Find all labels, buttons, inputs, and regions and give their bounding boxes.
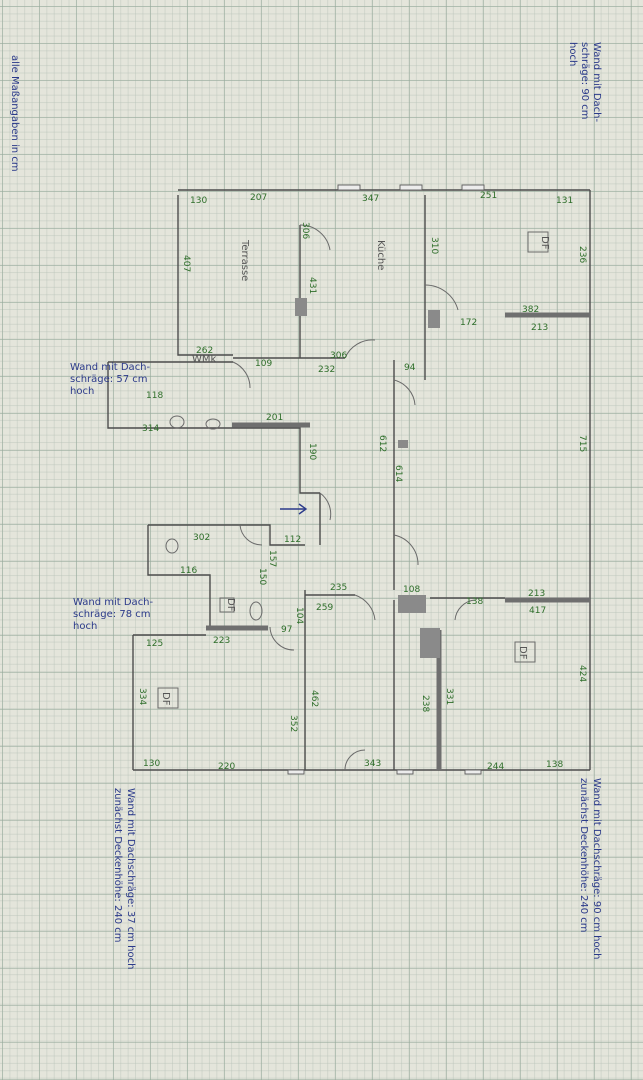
dim-232: 232 bbox=[318, 365, 335, 375]
windows bbox=[287, 184, 485, 775]
dim-352: 352 bbox=[288, 715, 298, 732]
dim-97: 97 bbox=[281, 625, 292, 635]
note-top-right-3: hoch bbox=[567, 42, 578, 66]
dim-462: 462 bbox=[309, 690, 319, 707]
dim-314: 314 bbox=[142, 424, 159, 434]
note-left: alle Maßangaben in cm bbox=[9, 55, 20, 172]
dimension-labels: 130 207 347 251 131 407 306 310 236 431 … bbox=[137, 191, 587, 772]
dim-172: 172 bbox=[460, 318, 477, 328]
dim-715: 715 bbox=[577, 435, 587, 452]
dim-236: 236 bbox=[577, 246, 587, 263]
dim-262: 262 bbox=[196, 346, 213, 356]
dim-125: 125 bbox=[146, 639, 163, 649]
dim-112: 112 bbox=[284, 535, 301, 545]
dim-347: 347 bbox=[362, 194, 379, 204]
dim-306-v: 306 bbox=[300, 222, 310, 239]
dim-331: 331 bbox=[444, 688, 454, 705]
dim-334: 334 bbox=[137, 688, 147, 705]
dim-109: 109 bbox=[255, 359, 272, 369]
interior-walls bbox=[233, 195, 505, 770]
note-bottom-right-1: Wand mit Dachschräge: 90 cm hoch bbox=[591, 778, 602, 959]
dim-138-mid: 138 bbox=[466, 597, 483, 607]
dim-108: 108 bbox=[403, 585, 420, 595]
dim-116: 116 bbox=[180, 566, 197, 576]
dim-431: 431 bbox=[307, 277, 317, 294]
sanitary-fixtures bbox=[157, 231, 549, 709]
dim-213-mid: 213 bbox=[528, 589, 545, 599]
dim-302: 302 bbox=[193, 533, 210, 543]
dim-343: 343 bbox=[364, 759, 381, 769]
dim-130-bottom: 130 bbox=[143, 759, 160, 769]
dim-131: 131 bbox=[556, 196, 573, 206]
dim-157: 157 bbox=[267, 550, 277, 567]
dim-220: 220 bbox=[218, 762, 235, 772]
note-bottom-left-1: Wand mit Dachschräge: 37 cm hoch bbox=[125, 788, 136, 969]
dim-259: 259 bbox=[316, 603, 333, 613]
dim-310: 310 bbox=[429, 237, 439, 254]
dim-213-top: 213 bbox=[531, 323, 548, 333]
dim-207: 207 bbox=[250, 193, 267, 203]
entry-arrow-icon bbox=[280, 503, 308, 515]
dim-118: 118 bbox=[146, 391, 163, 401]
dim-612: 612 bbox=[377, 435, 387, 452]
dim-223: 223 bbox=[213, 636, 230, 646]
dim-614: 614 bbox=[393, 465, 403, 482]
room-df-3: DF bbox=[517, 646, 528, 660]
note-wmk-3: hoch bbox=[70, 386, 94, 397]
note-mid-3: hoch bbox=[73, 621, 97, 632]
room-df-1: DF bbox=[539, 236, 550, 250]
dim-190: 190 bbox=[307, 443, 317, 460]
dim-417: 417 bbox=[529, 606, 546, 616]
dim-244: 244 bbox=[487, 762, 504, 772]
dim-138-bottom: 138 bbox=[546, 760, 563, 770]
notes: Wand mit Dach- schräge: 90 cm hoch alle … bbox=[9, 42, 602, 969]
dim-238: 238 bbox=[420, 695, 430, 712]
dim-382: 382 bbox=[522, 305, 539, 315]
slanted-walls bbox=[206, 298, 590, 770]
dim-407: 407 bbox=[181, 255, 191, 272]
room-df-2: DF bbox=[225, 598, 236, 612]
note-bottom-left-2: zunächst Deckenhöhe: 240 cm bbox=[112, 788, 123, 942]
note-wmk-1: Wand mit Dach- bbox=[70, 362, 151, 373]
outer-walls bbox=[107, 189, 591, 771]
dim-235: 235 bbox=[330, 583, 347, 593]
note-top-right-2: schräge: 90 cm bbox=[579, 42, 590, 119]
dim-150: 150 bbox=[257, 568, 267, 585]
room-wmk: WMk bbox=[192, 354, 217, 365]
note-mid-1: Wand mit Dach- bbox=[73, 597, 154, 608]
note-top-right-1: Wand mit Dach- bbox=[591, 42, 602, 123]
note-wmk-2: schräge: 57 cm bbox=[70, 374, 147, 385]
dim-130-top: 130 bbox=[190, 196, 207, 206]
dim-201: 201 bbox=[266, 413, 283, 423]
room-df-4: DF bbox=[160, 692, 171, 706]
room-terrasse: Terrasse bbox=[239, 239, 250, 281]
dim-306: 306 bbox=[330, 351, 347, 361]
dim-94: 94 bbox=[404, 363, 416, 373]
dim-104: 104 bbox=[294, 607, 304, 624]
note-mid-2: schräge: 78 cm bbox=[73, 609, 150, 620]
dim-424: 424 bbox=[577, 665, 587, 682]
doors bbox=[232, 224, 476, 771]
room-kueche: Küche bbox=[375, 240, 386, 270]
dim-251: 251 bbox=[480, 191, 497, 201]
note-bottom-right-2: zunächst Deckenhöhe: 240 cm bbox=[578, 778, 589, 932]
